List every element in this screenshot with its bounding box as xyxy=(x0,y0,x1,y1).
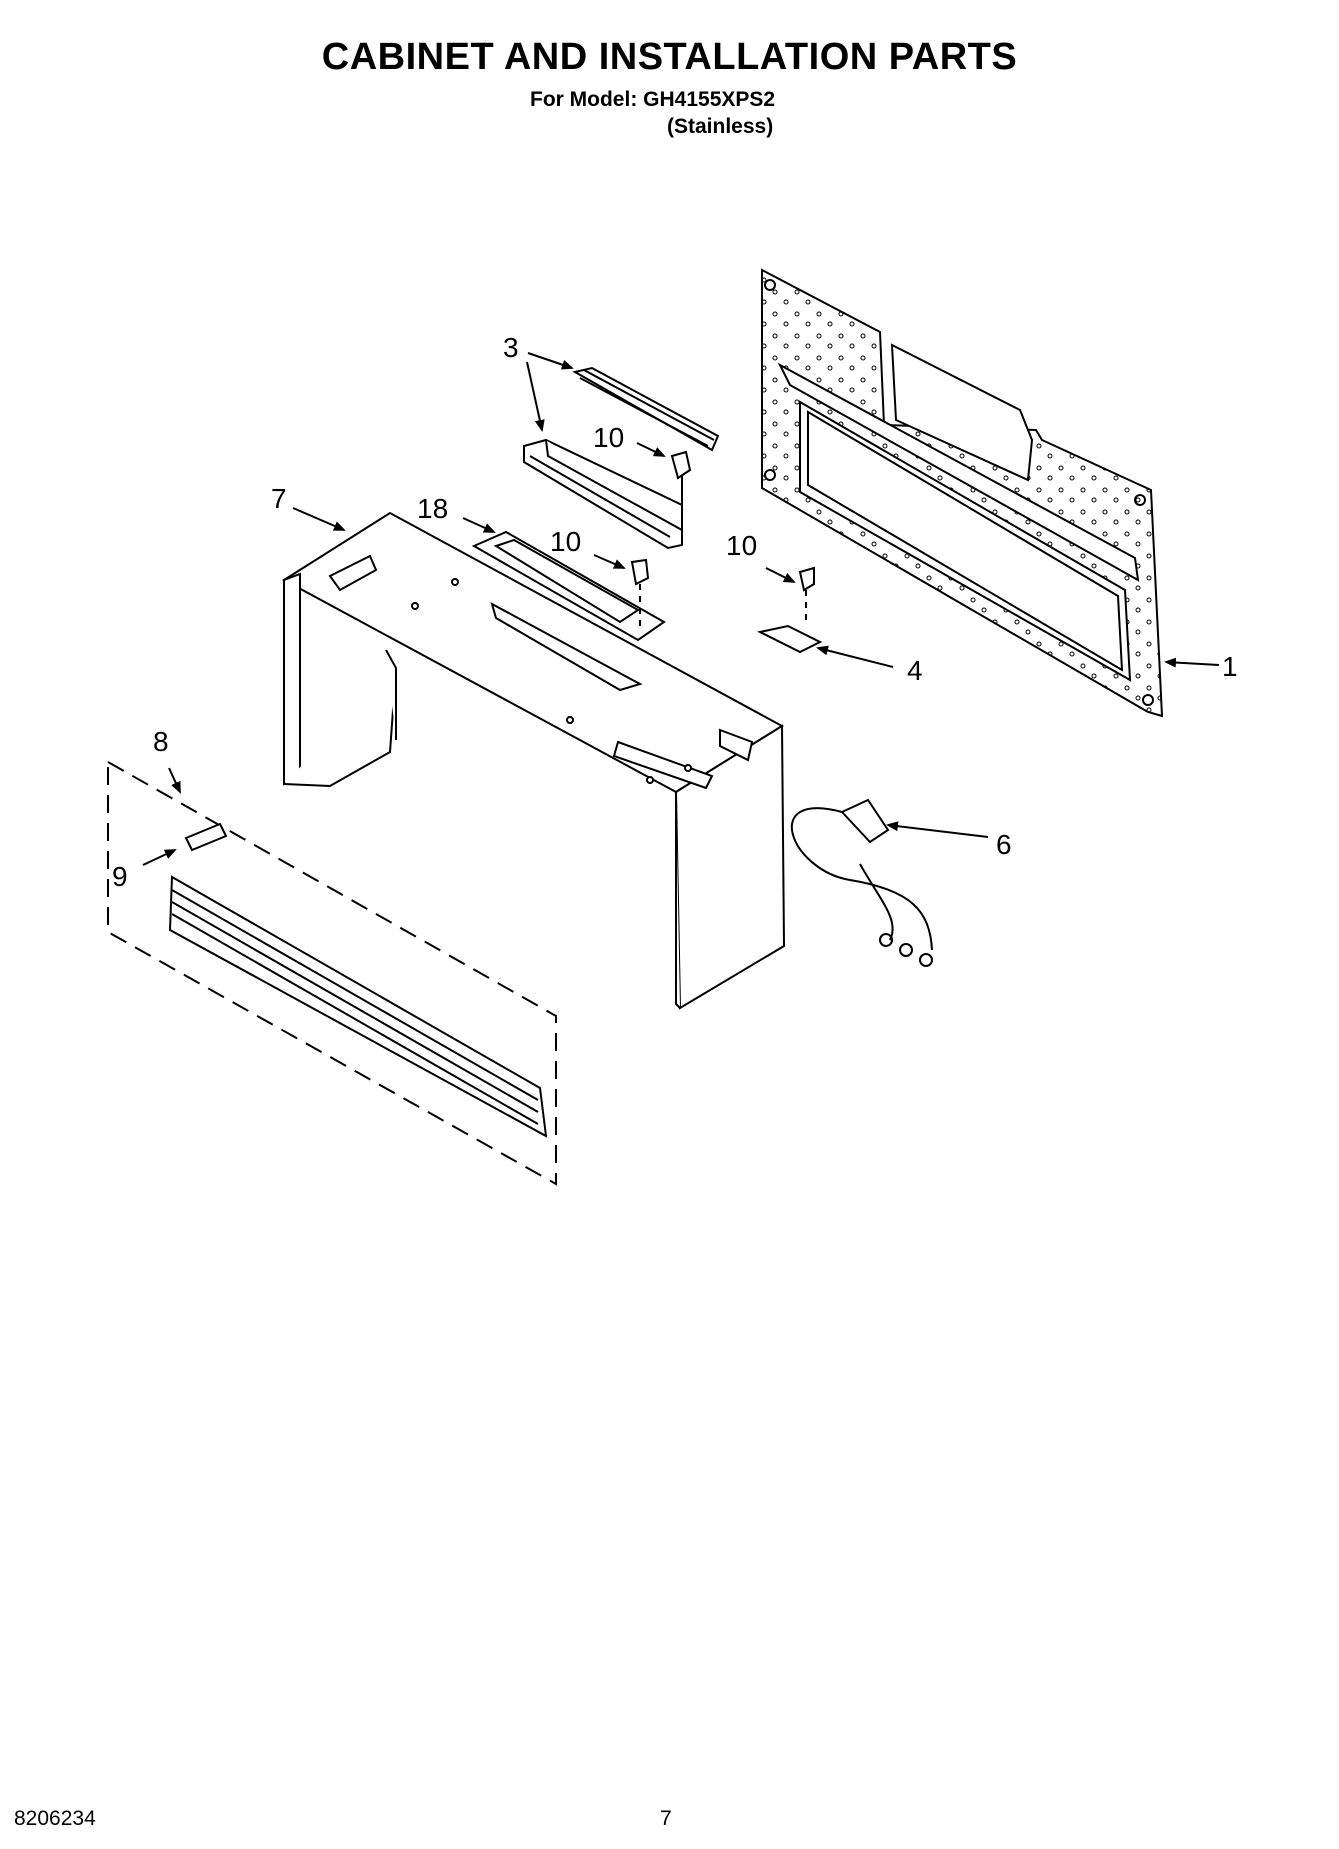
model-line: For Model: GH4155XPS2 xyxy=(530,88,776,111)
callout-3: 3 xyxy=(503,332,519,363)
callout-7: 7 xyxy=(271,483,287,514)
outer-cabinet xyxy=(282,511,786,1010)
callout-4: 4 xyxy=(907,655,923,686)
callout-labels: 1 3 4 6 7 8 9 10 10 10 18 xyxy=(112,332,1238,892)
gasket-plate xyxy=(471,530,666,642)
vent-bracket xyxy=(523,366,720,550)
callout-10-middle: 10 xyxy=(550,526,581,557)
document-number: 8206234 xyxy=(14,1807,96,1830)
screw-parts xyxy=(630,450,815,630)
wire-harness xyxy=(790,798,933,967)
callout-18: 18 xyxy=(417,493,448,524)
model-variant: (Stainless) xyxy=(667,115,774,138)
callout-1: 1 xyxy=(1222,651,1238,682)
callout-arrows xyxy=(142,352,1220,866)
mounting-plate xyxy=(761,268,1164,718)
callout-10-upper: 10 xyxy=(593,422,624,453)
page-title: CABINET AND INSTALLATION PARTS xyxy=(321,36,1018,78)
page-number: 7 xyxy=(660,1807,672,1830)
callout-10-right: 10 xyxy=(726,530,757,561)
small-bracket xyxy=(757,624,823,654)
vent-grille xyxy=(107,760,557,1186)
callout-8: 8 xyxy=(153,726,169,757)
callout-9: 9 xyxy=(112,861,128,892)
callout-6: 6 xyxy=(996,829,1012,860)
